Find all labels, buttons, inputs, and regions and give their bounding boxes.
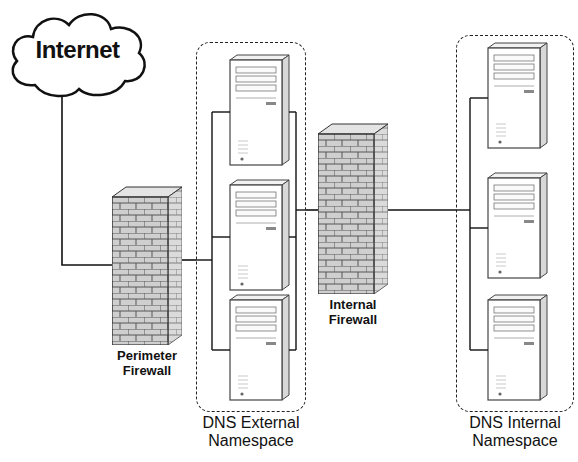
cloud-label: Internet <box>35 36 119 64</box>
network-wire <box>289 111 296 112</box>
server-tower <box>230 180 289 290</box>
network-wire <box>289 236 296 237</box>
network-wire <box>469 98 470 350</box>
network-wire <box>295 112 296 350</box>
network-link <box>306 209 318 211</box>
namespace-group: DNS External Namespace <box>196 42 306 412</box>
network-wire <box>470 227 488 228</box>
network-wire <box>212 236 230 237</box>
network-wire <box>296 209 306 210</box>
server-tower <box>230 295 289 400</box>
network-wire <box>196 259 212 260</box>
network-wire <box>470 349 488 350</box>
brick-wall <box>318 122 388 294</box>
firewall: Perimeter Firewall <box>112 185 182 345</box>
server-tower <box>488 173 547 278</box>
firewall-label: Perimeter Firewall <box>106 349 188 379</box>
network-wire <box>470 97 488 98</box>
network-wire <box>289 349 296 350</box>
server-tower <box>230 55 289 165</box>
namespace-label: DNS Internal Namespace <box>459 414 571 451</box>
network-wire <box>211 112 212 350</box>
namespace-group: DNS Internal Namespace <box>456 35 574 412</box>
network-link <box>388 209 456 211</box>
brick-wall <box>112 185 182 345</box>
firewall: Internal Firewall <box>318 122 388 294</box>
server-tower <box>488 295 547 400</box>
network-link <box>182 259 196 261</box>
server-tower <box>488 43 547 148</box>
network-wire <box>212 111 230 112</box>
network-wire <box>212 349 230 350</box>
network-wire <box>456 209 470 210</box>
firewall-label: Internal Firewall <box>312 298 394 328</box>
internet-cloud: Internet <box>5 5 150 100</box>
network-link <box>62 97 112 265</box>
namespace-label: DNS External Namespace <box>195 414 307 451</box>
